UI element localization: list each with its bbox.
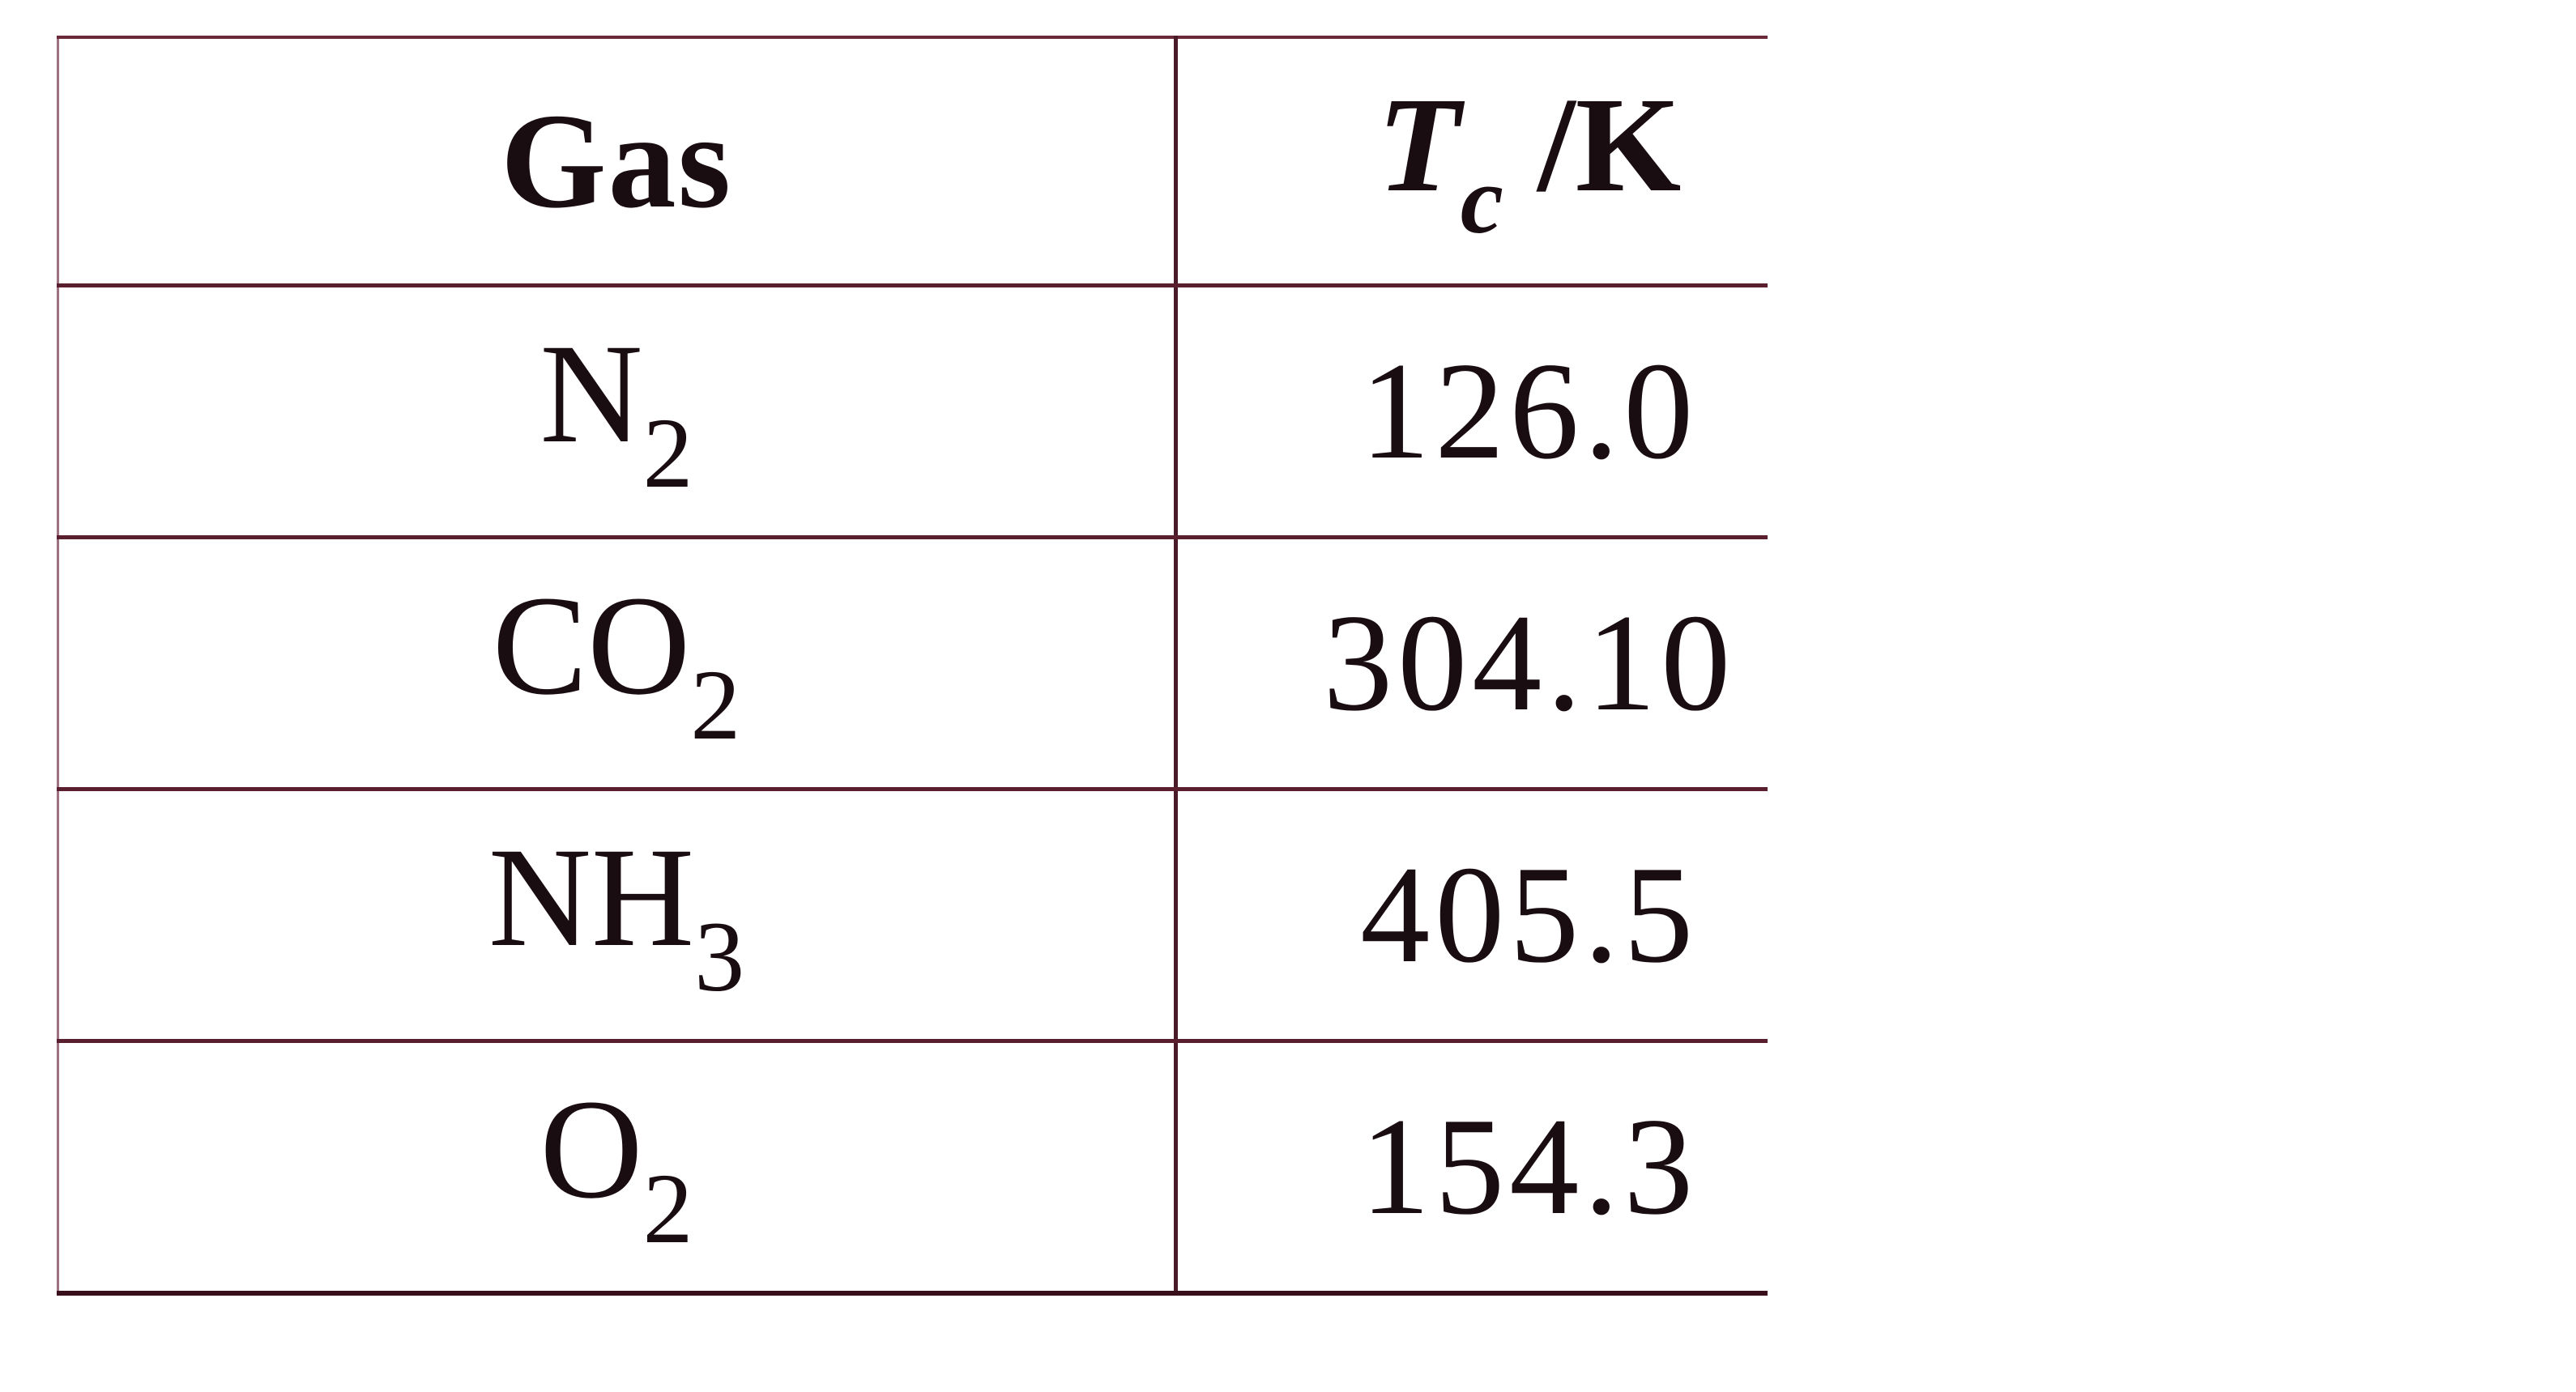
gas-formula-subscript: 2 (690, 649, 741, 760)
cell-gas: CO2 (57, 537, 1178, 791)
gas-formula-base: CO (492, 566, 691, 725)
table-row: O2 154.3 (57, 1041, 1768, 1296)
tc-value: 154.3 (1360, 1089, 1699, 1244)
header-gas-label: Gas (500, 85, 733, 236)
gas-formula: N2 (540, 314, 693, 509)
cell-tc: 405.5 (1175, 789, 1768, 1043)
header-tc-symbol: T (1377, 69, 1461, 220)
gas-formula: NH3 (488, 818, 744, 1012)
critical-temperature-table-container: Gas Tc /K N2 126.0 CO2 304.10 NH3 (57, 36, 1768, 1299)
table-row: NH3 405.5 (57, 789, 1768, 1043)
cell-gas: N2 (57, 285, 1178, 539)
gas-formula: CO2 (492, 566, 741, 760)
header-cell-gas: Gas (57, 36, 1178, 287)
cell-tc: 126.0 (1175, 285, 1768, 539)
header-tc-subscript: c (1460, 145, 1504, 253)
cell-gas: O2 (57, 1041, 1178, 1296)
gas-formula-base: N (540, 314, 643, 473)
gas-formula-subscript: 2 (642, 1152, 693, 1264)
critical-temperature-table: Gas Tc /K N2 126.0 CO2 304.10 NH3 (57, 36, 1768, 1296)
gas-formula-subscript: 3 (694, 900, 745, 1012)
tc-value: 126.0 (1360, 334, 1699, 488)
table-header-row: Gas Tc /K (57, 36, 1768, 287)
table-row: CO2 304.10 (57, 537, 1768, 791)
cell-tc: 154.3 (1175, 1041, 1768, 1296)
gas-formula-base: NH (488, 818, 695, 977)
gas-formula: O2 (540, 1070, 693, 1264)
header-tc-label: Tc /K (1377, 67, 1681, 256)
header-tc-unit: /K (1503, 69, 1682, 220)
tc-value: 405.5 (1360, 837, 1699, 992)
cell-tc: 304.10 (1175, 537, 1768, 791)
table-row: N2 126.0 (57, 285, 1768, 539)
gas-formula-base: O (540, 1070, 643, 1228)
header-cell-tc: Tc /K (1175, 36, 1768, 287)
gas-formula-subscript: 2 (642, 397, 693, 509)
cell-gas: NH3 (57, 789, 1178, 1043)
tc-value: 304.10 (1323, 585, 1736, 740)
